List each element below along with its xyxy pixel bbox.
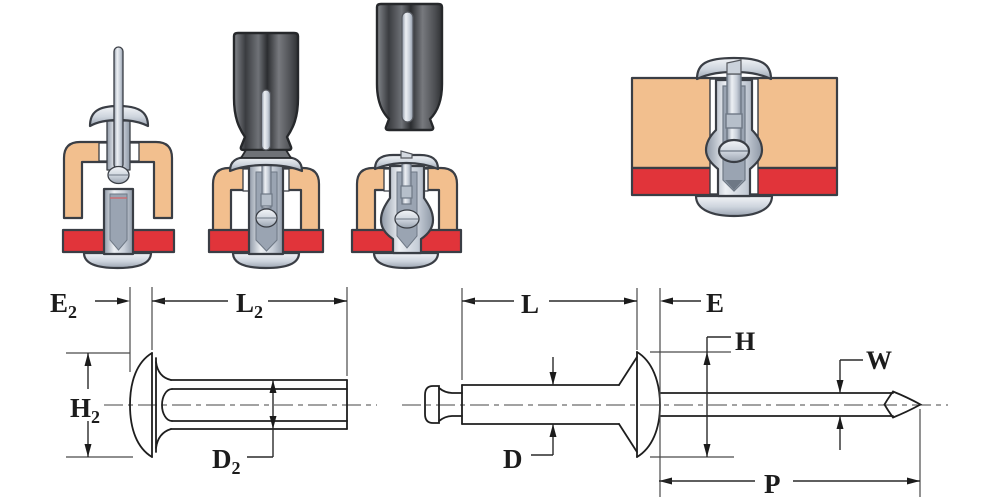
dimension-d: D (503, 357, 557, 474)
dim-label-d2: D2 (212, 444, 241, 478)
mandrel-pin-tip (883, 390, 923, 419)
dimension-h2: H2 (66, 352, 133, 458)
dim-label-l: L (521, 289, 539, 319)
dimension-l: L (461, 288, 638, 380)
stage2-tool-setting-figure (207, 31, 325, 270)
mandrel-end-cap (424, 385, 440, 424)
dim-label-d: D (503, 444, 523, 474)
mandrel-stub-flush (400, 150, 413, 159)
dim-label-l2: L2 (236, 288, 263, 322)
dimension-e2: E2 (50, 287, 153, 372)
bore-end-arc (161, 388, 173, 422)
tool-nose-tip (239, 149, 293, 159)
installed-rivet-cross-section-figure (630, 56, 839, 218)
dim-label-p: P (764, 469, 781, 499)
head-top-fillet (155, 361, 172, 381)
head-bottom-cone (618, 423, 638, 453)
mandrel-in-tool (260, 89, 272, 151)
broken-mandrel-stub-in-tool (401, 11, 414, 123)
rivet-tail-flange (694, 194, 774, 218)
dimension-p: P (659, 409, 921, 499)
rivet-body-dimension-drawing: E2 L2 H2 D2 (50, 287, 377, 478)
dimension-d2: D2 (212, 380, 277, 478)
bore-tip-shadow (725, 180, 743, 190)
rivet-assembly-dimension-drawing: L E H D (402, 288, 948, 499)
rivet-head (373, 153, 440, 171)
head-top-cone (618, 356, 638, 386)
head-dome-profile (129, 352, 153, 458)
dim-label-e2: E2 (50, 288, 77, 322)
mandrel-rod (113, 46, 124, 170)
mandrel-neck-top (438, 387, 463, 394)
dimension-h: H (650, 327, 755, 458)
mandrel-break-notch (725, 113, 743, 129)
rivet-tail-flange (231, 251, 301, 270)
upper-sheet-bracket (62, 140, 174, 220)
sleeve-bore (109, 193, 128, 251)
stage1-rivet-aligned-figure (61, 46, 176, 270)
stage3-rivet-set-figure (350, 2, 463, 270)
dim-label-h2: H2 (70, 393, 100, 427)
dim-label-h: H (735, 327, 755, 356)
head-bottom-fillet (155, 428, 172, 449)
mandrel-break-notch (260, 193, 273, 207)
dimension-e: E (659, 288, 724, 497)
mandrel-break-notch (400, 185, 413, 199)
mandrel-neck-bottom (438, 415, 463, 422)
dimension-l2: L2 (152, 287, 348, 376)
dimension-w: W (836, 346, 892, 450)
mandrel-rod (726, 73, 742, 141)
dim-label-e: E (706, 288, 724, 318)
dim-label-w: W (866, 346, 892, 375)
mandrel-stub-broken (726, 59, 742, 75)
rivet-tail-flange (372, 251, 440, 270)
rivet-tail-flange (82, 251, 153, 270)
